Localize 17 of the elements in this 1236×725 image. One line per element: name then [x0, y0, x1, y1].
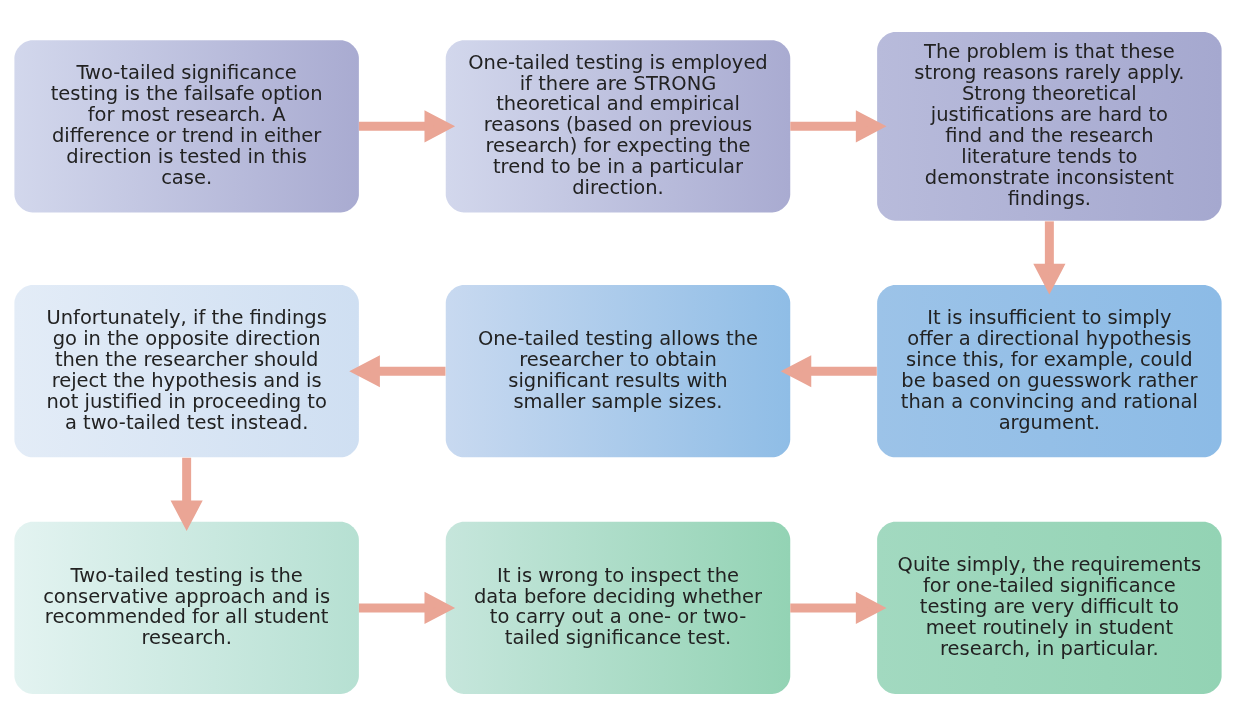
arrow	[349, 354, 446, 387]
node-box: It is wrong to inspect the data before deciding whether to carry out a one- or two-tailed significance test.	[445, 521, 791, 694]
arrow	[358, 591, 456, 624]
node-box: One-tailed testing allows the researcher to obtain significant results with smaller sample sizes.	[445, 284, 791, 457]
node-box: Two-tailed testing is the conservative approach and is recommended for all student research.	[14, 521, 359, 694]
arrow	[780, 354, 877, 387]
node-box: Two-tailed significance testing is the failsafe option for most research. A difference or trend in either direction is tested in this case.	[14, 39, 359, 212]
arrow	[790, 591, 887, 624]
node-box: Quite simply, the requirements for one-tailed significance testing are very difficult to meet routinely in student research, in particular.	[877, 521, 1222, 694]
arrow	[790, 109, 887, 142]
arrow	[358, 109, 456, 142]
node-box: One-tailed testing is employed if there are STRONG theoretical and empirical reasons (based on previous research) for expecting the trend to be in a particular direction.	[445, 39, 791, 212]
node-box: Unfortunately, if the findings go in the opposite direction then the researcher should reject the hypothesis and is not justified in proceeding to a two-tailed test instead.	[14, 284, 359, 457]
node-box: It is insufficient to simply offer a directional hypothesis since this, for example, could be based on guesswork rather than a convincing and rational argument.	[877, 284, 1222, 457]
node-box: The problem is that these strong reasons rarely apply. Strong theoretical justifications are hard to find and the research literature tends to demonstrate inconsistent findings.	[877, 31, 1222, 221]
arrow	[1033, 220, 1066, 294]
arrow	[170, 457, 203, 531]
